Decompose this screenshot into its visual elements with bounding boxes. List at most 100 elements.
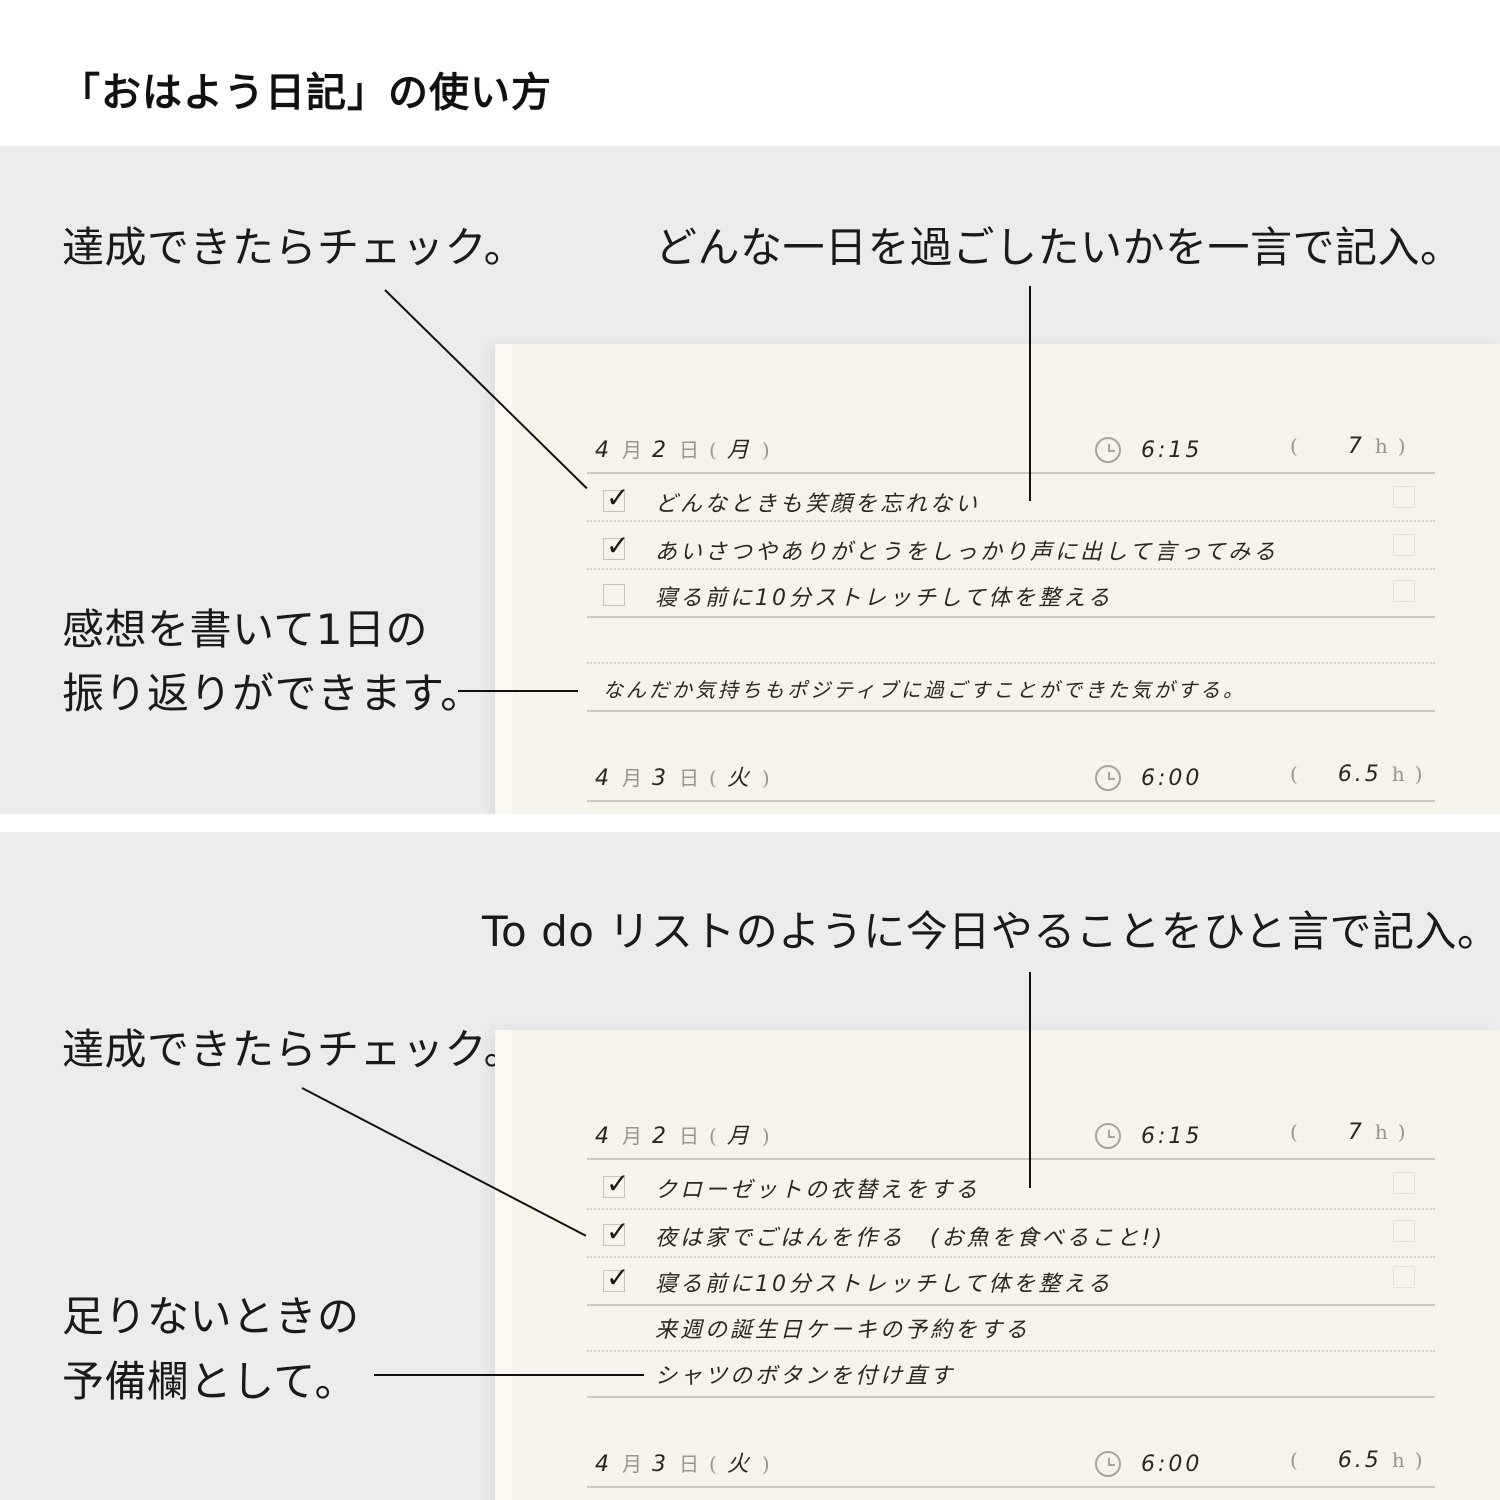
date-weekday: 火 <box>726 766 752 791</box>
date-month: 4 <box>595 1124 612 1149</box>
leader-line-reflection <box>458 690 578 692</box>
paren-open: ( <box>709 438 717 462</box>
sleep-unit: h <box>1391 1448 1405 1472</box>
rule-line <box>587 1396 1435 1398</box>
entry-date: 4 月 2 日 ( 月 ) <box>595 1118 770 1158</box>
alarm-clock-icon <box>1095 1451 1121 1477</box>
extra-checkbox[interactable] <box>1393 1220 1415 1242</box>
entry-date: 4 月 2 日 ( 月 ) <box>595 432 770 472</box>
task-item: 寝る前に10分ストレッチして体を整える <box>655 1272 1113 1297</box>
paren-open: ( <box>709 1452 717 1476</box>
dotted-rule <box>587 1350 1435 1352</box>
next-entry-date: 4 月 3 日 ( 火 ) <box>595 760 770 800</box>
date-month-label: 月 <box>622 766 642 790</box>
panel-diary-usage: 達成できたらチェック。 どんな一日を過ごしたいかを一言で記入。 感想を書いて1日… <box>0 146 1500 814</box>
paren-close: ) <box>1397 1120 1406 1144</box>
wake-time: 6:00 <box>1141 765 1203 791</box>
callout-check: 達成できたらチェック。 <box>62 1025 527 1074</box>
date-month: 4 <box>595 1452 612 1477</box>
checkmark-icon: ✓ <box>606 1261 630 1294</box>
sleep-hours-value: 7 <box>1347 1120 1365 1145</box>
rule-line <box>587 710 1435 712</box>
date-month-label: 月 <box>622 1452 642 1476</box>
panel-todo-usage: To do リストのように今日やることをひと言で記入。 達成できたらチェック。 … <box>0 832 1500 1500</box>
extra-checkbox[interactable] <box>1393 534 1415 556</box>
callout-todo: To do リストのように今日やることをひと言で記入。 <box>482 907 1500 956</box>
date-day: 2 <box>652 438 669 463</box>
extra-checkbox[interactable] <box>1393 486 1415 508</box>
date-day: 3 <box>652 766 669 791</box>
spare-item: 来週の誕生日ケーキの予約をする <box>655 1318 1031 1343</box>
checkmark-icon: ✓ <box>606 1167 630 1200</box>
checkmark-icon: ✓ <box>606 481 630 514</box>
paren-close: ) <box>761 1452 770 1476</box>
date-month-label: 月 <box>622 438 642 462</box>
task-checkbox[interactable]: ✓ <box>603 1215 629 1248</box>
date-day-label: 日 <box>679 1452 699 1476</box>
diary-page: 4 月 2 日 ( 月 ) 6:15 ( 7 h ) ✓ どんなときも笑顔を忘れ… <box>495 344 1500 814</box>
date-day-label: 日 <box>679 766 699 790</box>
dotted-rule <box>587 568 1435 570</box>
alarm-clock-icon <box>1095 437 1121 463</box>
wake-time: 6:15 <box>1141 437 1203 463</box>
wake-time-row: 6:00 <box>1095 1444 1202 1484</box>
callout-spare-line1: 足りないときの <box>62 1292 360 1341</box>
task-checkbox[interactable]: ✓ <box>603 1261 629 1294</box>
dotted-rule <box>587 662 1435 664</box>
rule-line <box>587 1158 1435 1160</box>
date-day: 2 <box>652 1124 669 1149</box>
rule-line <box>587 1486 1435 1488</box>
rule-line <box>587 1304 1435 1306</box>
wake-time-row: 6:15 <box>1095 430 1202 470</box>
dotted-rule <box>587 1208 1435 1210</box>
callout-reflection-line1: 感想を書いて1日の <box>62 605 428 654</box>
wake-time: 6:15 <box>1141 1123 1203 1149</box>
diary-page: 4 月 2 日 ( 月 ) 6:15 ( 7 h ) ✓ クローゼットの衣替えを… <box>495 1030 1500 1500</box>
sleep-hours: ( 7 h ) <box>1290 1120 1406 1145</box>
title-bar: 「おはよう日記」の使い方 <box>0 0 1500 146</box>
rule-line <box>587 472 1435 474</box>
task-checkbox[interactable]: ✓ <box>603 481 629 514</box>
extra-checkbox[interactable] <box>1393 580 1415 602</box>
extra-checkbox[interactable] <box>1393 1172 1415 1194</box>
task-item: クローゼットの衣替えをする <box>655 1178 981 1203</box>
paren-close: ) <box>1397 434 1406 458</box>
sleep-hours: ( 7 h ) <box>1290 434 1406 459</box>
date-weekday: 月 <box>726 1124 752 1149</box>
paren-open: ( <box>1290 762 1298 786</box>
date-day: 3 <box>652 1452 669 1477</box>
paren-close: ) <box>761 438 770 462</box>
paren-open: ( <box>1290 1448 1298 1472</box>
section-divider <box>0 814 1500 832</box>
paren-open: ( <box>1290 434 1298 458</box>
sleep-unit: h <box>1374 1120 1388 1144</box>
date-month: 4 <box>595 766 612 791</box>
sleep-hours-value: 7 <box>1347 434 1365 459</box>
task-checkbox[interactable]: ✓ <box>603 529 629 562</box>
task-item: どんなときも笑顔を忘れない <box>655 492 981 517</box>
sleep-hours-value: 6.5 <box>1337 762 1382 787</box>
date-day-label: 日 <box>679 1124 699 1148</box>
leader-line-todo <box>1029 972 1031 1188</box>
task-checkbox[interactable]: ✓ <box>603 1167 629 1200</box>
task-checkbox[interactable] <box>603 584 625 606</box>
checkmark-icon: ✓ <box>606 1215 630 1248</box>
dotted-rule <box>587 1256 1435 1258</box>
wake-time-row: 6:15 <box>1095 1116 1202 1156</box>
date-day-label: 日 <box>679 438 699 462</box>
alarm-clock-icon <box>1095 765 1121 791</box>
date-month: 4 <box>595 438 612 463</box>
callout-check: 達成できたらチェック。 <box>62 223 527 272</box>
reflection-text: なんだか気持ちもポジティブに過ごすことができた気がする。 <box>603 678 1246 702</box>
next-entry-date: 4 月 3 日 ( 火 ) <box>595 1446 770 1486</box>
extra-checkbox[interactable] <box>1393 1266 1415 1288</box>
paren-close: ) <box>761 766 770 790</box>
callout-spare-line2: 予備欄として。 <box>62 1357 357 1406</box>
date-weekday: 火 <box>726 1452 752 1477</box>
spare-item: シャツのボタンを付け直す <box>655 1364 956 1389</box>
page-title: 「おはよう日記」の使い方 <box>60 70 552 116</box>
paren-open: ( <box>709 1124 717 1148</box>
callout-reflection-line2: 振り返りができます。 <box>62 669 483 718</box>
checkmark-icon: ✓ <box>606 529 630 562</box>
wake-time-row: 6:00 <box>1095 758 1202 798</box>
